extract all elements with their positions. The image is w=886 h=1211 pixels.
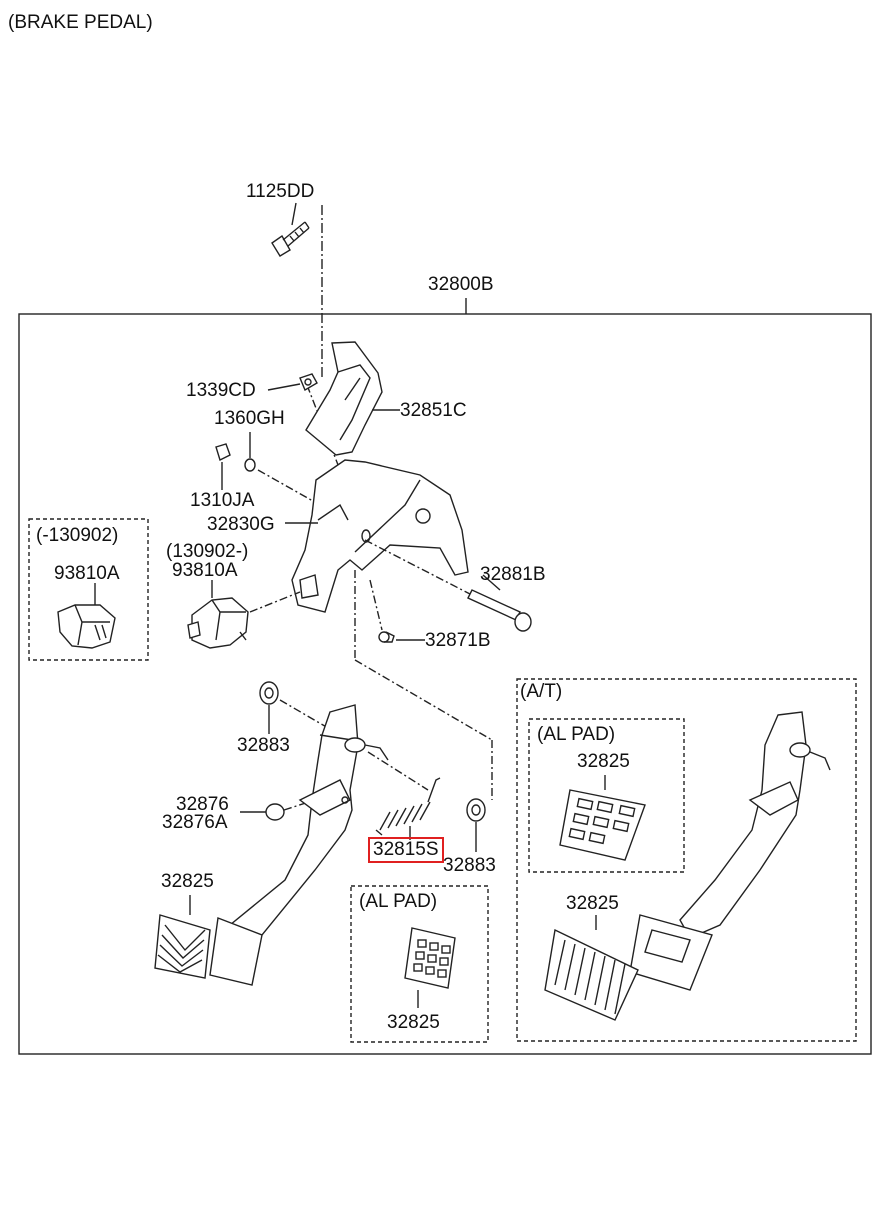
label-al-pad-mt: (AL PAD) xyxy=(359,891,438,912)
label-switch-old: 93810A xyxy=(54,563,120,584)
bracket-32851c-icon xyxy=(305,341,383,456)
label-washer-1360gh: 1360GH xyxy=(214,408,285,429)
label-nut-1339cd: 1339CD xyxy=(186,380,256,401)
label-al-pad-at-part: 32825 xyxy=(577,751,630,772)
switch-old-icon xyxy=(57,604,116,649)
pad-at-icon xyxy=(544,928,639,1021)
al-pad-at-icon xyxy=(559,789,646,861)
nut-1310ja-icon xyxy=(215,443,231,461)
label-nut-1310ja: 1310JA xyxy=(190,490,255,511)
label-al-pad-mt-part: 32825 xyxy=(387,1012,440,1033)
nut-1339cd-icon xyxy=(299,373,318,392)
label-pad-mt: 32825 xyxy=(161,871,214,892)
label-stopper-32876a: 32876A xyxy=(162,812,228,833)
pin-32881b-icon xyxy=(467,589,532,632)
al-pad-mt-icon xyxy=(404,927,456,989)
label-spring-32815s[interactable]: 32815S xyxy=(368,837,444,863)
label-assembly-32800b: 32800B xyxy=(428,274,494,295)
bracket-centerline xyxy=(306,384,341,471)
label-bush-right: 32883 xyxy=(443,855,496,876)
pedal-at-icon xyxy=(629,711,831,991)
label-stopper-32876: 32876 xyxy=(176,794,229,815)
spring-icon xyxy=(375,777,441,836)
member-32830g-icon xyxy=(291,459,469,613)
pad-mt-icon xyxy=(154,914,211,979)
label-bolt-32871b: 32871B xyxy=(425,630,491,651)
label-switch-new-code: (130902-) xyxy=(166,541,249,562)
al-pad-mt-box xyxy=(350,885,489,1043)
label-al-pad-at: (AL PAD) xyxy=(537,724,616,745)
bolt-1125dd-icon xyxy=(271,221,310,257)
label-bolt-1125dd: 1125DD xyxy=(246,181,315,202)
old-switch-box xyxy=(28,518,149,661)
stopper-icon xyxy=(265,803,285,821)
label-pin-32881b: 32881B xyxy=(480,564,546,585)
label-bush-left: 32883 xyxy=(237,735,290,756)
label-switch-old-code: (-130902) xyxy=(36,525,119,546)
label-at: (A/T) xyxy=(520,681,563,702)
bolt-32871b-icon xyxy=(378,631,395,643)
page-title: (BRAKE PEDAL) xyxy=(8,12,153,33)
switch-new-icon xyxy=(187,597,249,649)
label-bracket-32851c: 32851C xyxy=(400,400,467,421)
label-member-32830g: 32830G xyxy=(207,514,275,535)
label-pad-at: 32825 xyxy=(566,893,619,914)
at-box xyxy=(516,678,857,1042)
pedal-mt-icon xyxy=(209,704,389,986)
bush-right-icon xyxy=(466,798,486,822)
bush-left-icon xyxy=(259,681,279,705)
assembly-frame xyxy=(18,313,872,1055)
al-pad-at-box xyxy=(528,718,685,873)
washer-1360gh-icon xyxy=(244,458,256,472)
label-switch-new: 93810A xyxy=(172,560,238,581)
